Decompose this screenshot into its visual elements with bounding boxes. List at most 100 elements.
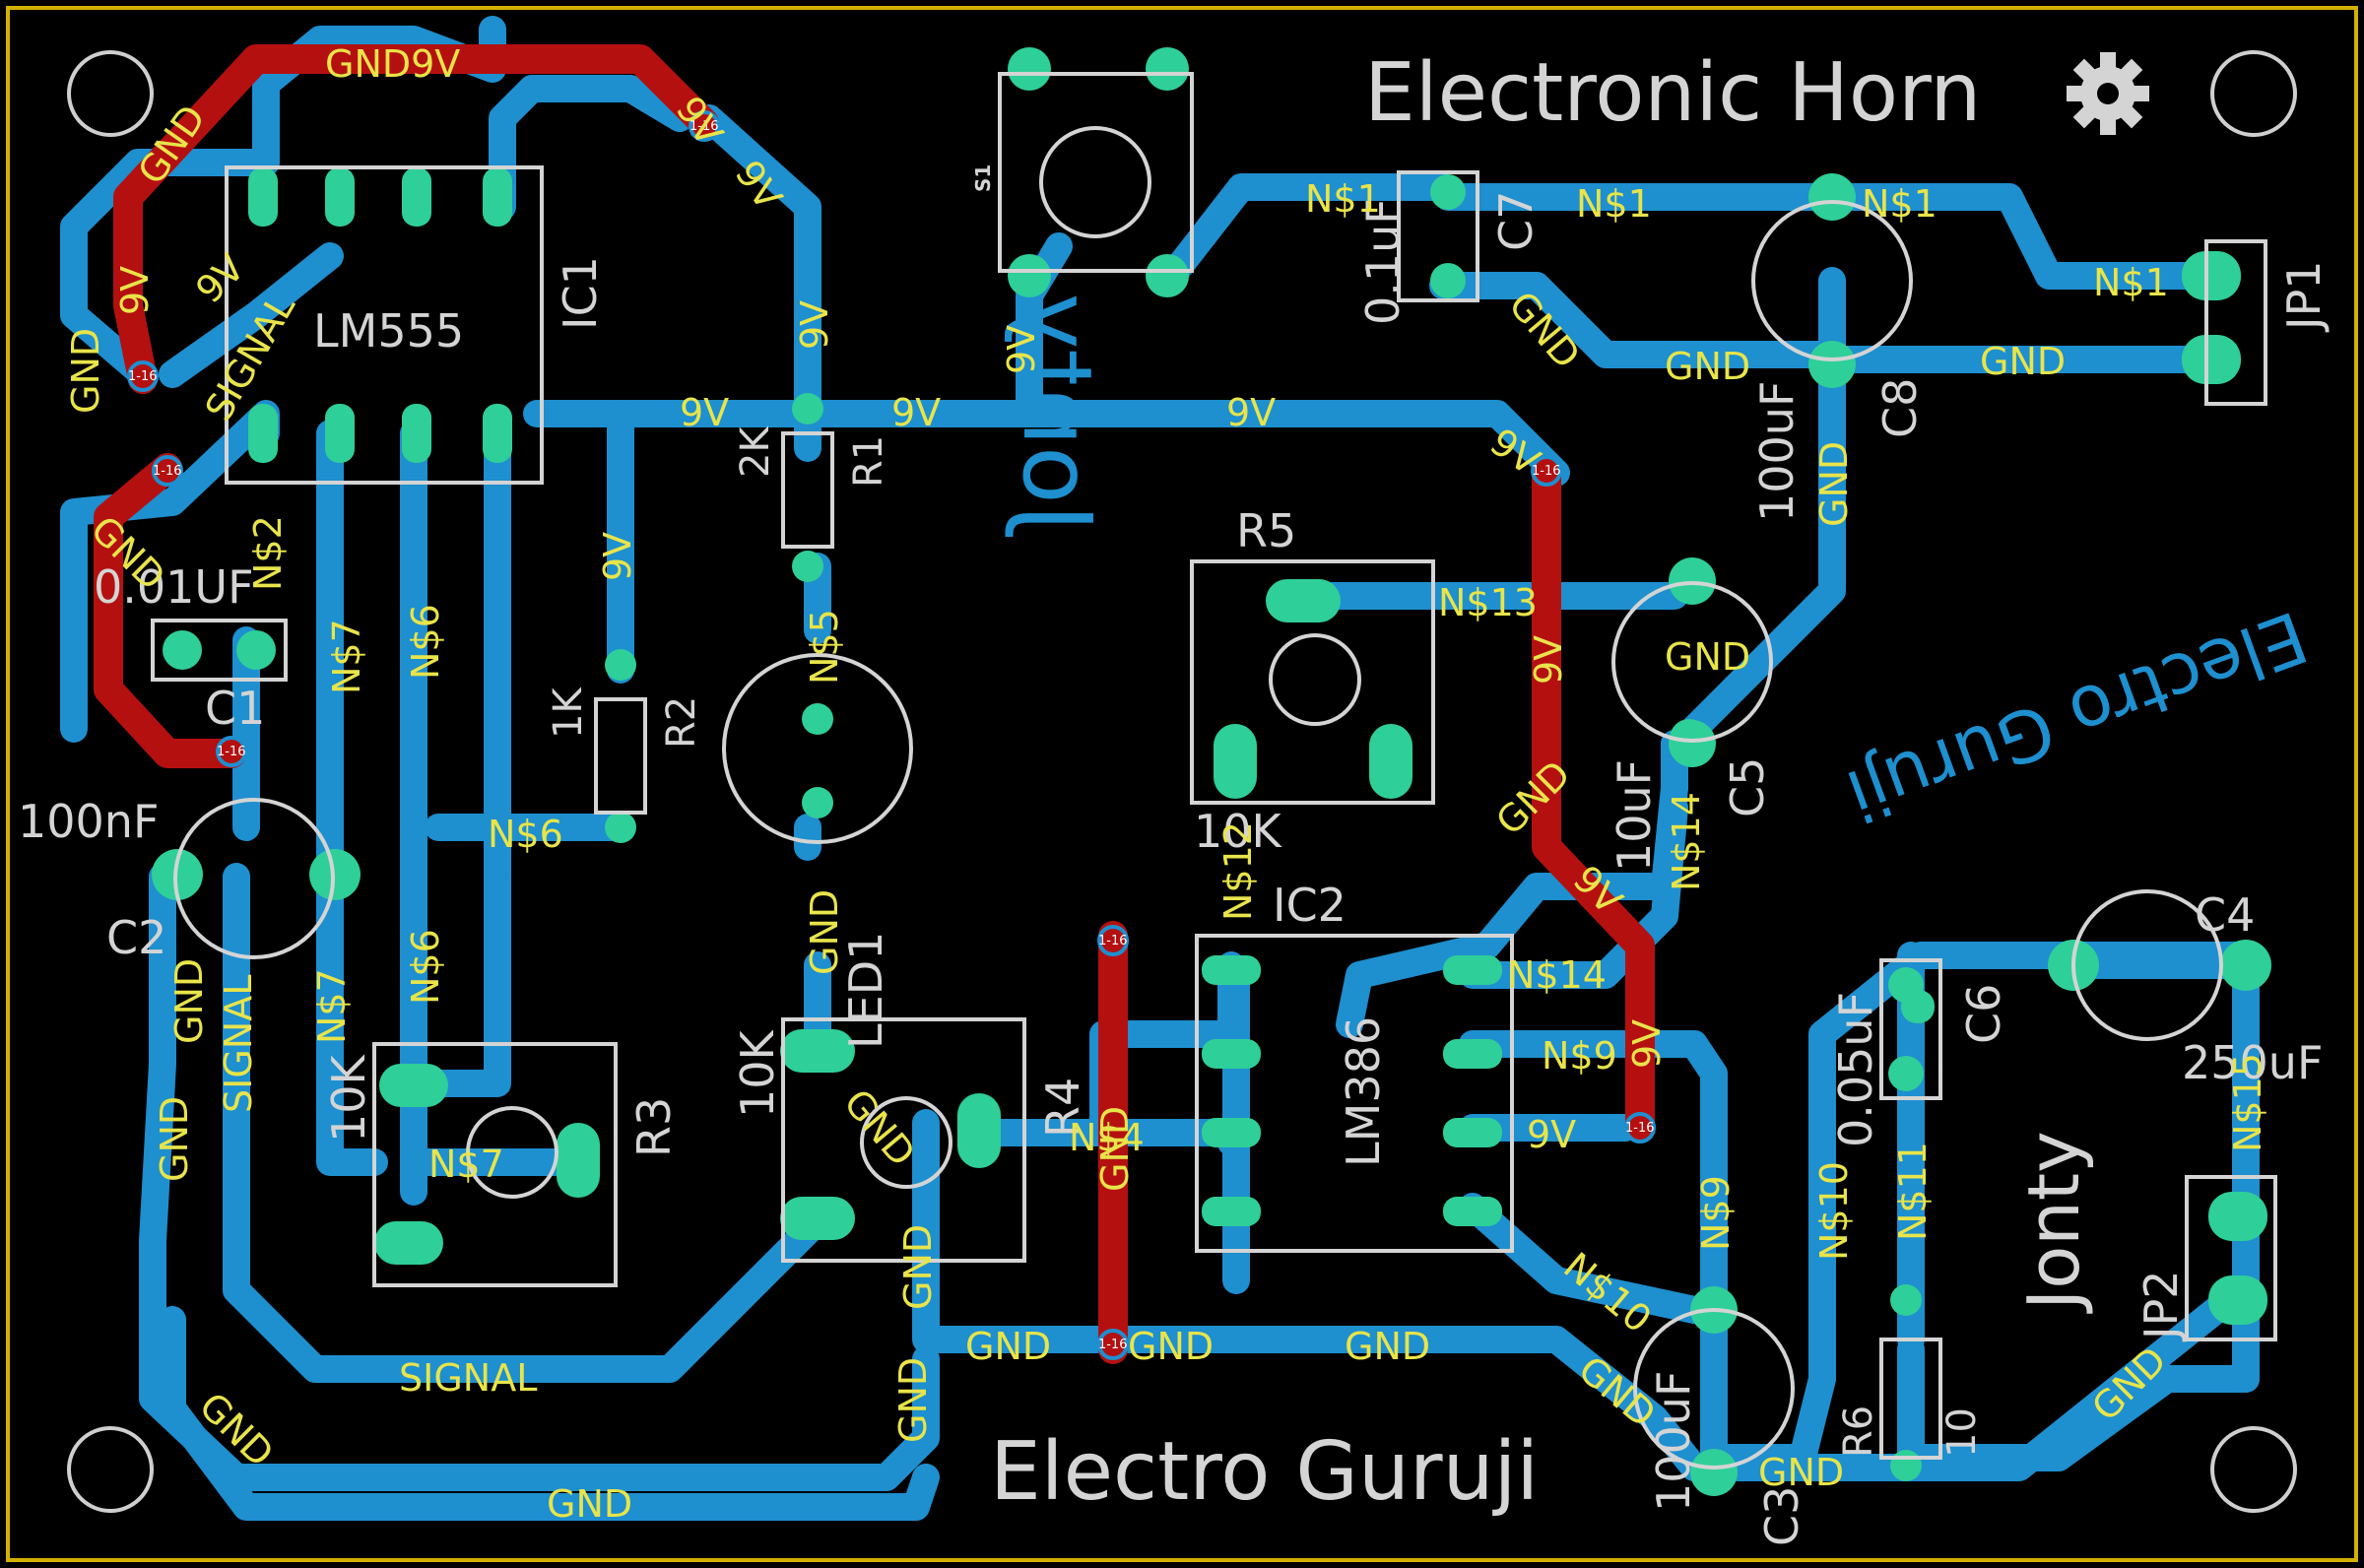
c1-value: 0.01UF — [94, 560, 254, 614]
svg-text:N$10: N$10 — [1812, 1161, 1856, 1261]
svg-text:1-16: 1-16 — [1625, 1121, 1655, 1136]
mounting-hole-tr — [2210, 50, 2297, 137]
svg-text:1-16: 1-16 — [1098, 934, 1128, 948]
mounting-holes — [67, 50, 2297, 1513]
ic2-value: LM386 — [1337, 1016, 1390, 1167]
svg-text:GND: GND — [803, 889, 846, 975]
svg-text:GND: GND — [1093, 1106, 1137, 1192]
svg-text:GND: GND — [167, 958, 211, 1044]
mounting-hole-bl — [67, 1426, 154, 1513]
r6-value: 10 — [1939, 1407, 1985, 1458]
svg-text:SIGNAL: SIGNAL — [399, 1356, 537, 1400]
c6-value: 0.05uF — [1829, 992, 1882, 1147]
svg-text:9V: 9V — [793, 300, 836, 350]
footer-text: Electro Guruji — [990, 1425, 1539, 1519]
r4-ref: R4 — [1036, 1078, 1089, 1138]
svg-text:N$14: N$14 — [1665, 792, 1708, 891]
r3-ref: R3 — [627, 1097, 681, 1157]
svg-text:9V: 9V — [1625, 1019, 1669, 1069]
svg-text:N$11: N$11 — [1891, 1142, 1935, 1241]
r3-value: 10K — [322, 1053, 375, 1143]
svg-text:9V: 9V — [1527, 1113, 1576, 1156]
svg-text:1-16: 1-16 — [128, 369, 158, 384]
svg-text:N$15: N$15 — [2226, 1053, 2269, 1152]
c2-value: 100nF — [18, 795, 159, 848]
svg-text:9V: 9V — [1226, 391, 1276, 434]
svg-text:9V: 9V — [1000, 325, 1043, 374]
svg-text:1-16: 1-16 — [153, 464, 182, 479]
r6-ref: R6 — [1836, 1405, 1881, 1458]
c4-value: 250uF — [2182, 1036, 2323, 1089]
svg-text:N$14: N$14 — [1507, 953, 1607, 997]
c7-ref: C7 — [1489, 191, 1543, 251]
c3-value: 100uF — [1647, 1371, 1700, 1512]
svg-text:9V: 9V — [680, 391, 729, 434]
c4-ref: C4 — [2195, 888, 2255, 942]
r2-value: 1K — [546, 686, 591, 739]
svg-text:GND: GND — [891, 1357, 935, 1443]
svg-text:GND: GND — [965, 1325, 1051, 1368]
svg-text:GND: GND — [153, 1096, 196, 1182]
svg-text:GND9V: GND9V — [325, 42, 460, 86]
svg-text:1-16: 1-16 — [690, 119, 719, 134]
gear-icon — [2067, 52, 2149, 135]
author-text: Jonty — [2012, 1131, 2095, 1314]
silkscreen-outlines — [151, 72, 2277, 1470]
c2-ref: C2 — [106, 911, 166, 964]
pads — [152, 47, 2271, 1496]
c5-ref: C5 — [1721, 757, 1774, 817]
svg-text:9V: 9V — [596, 532, 639, 581]
svg-text:9V: 9V — [1527, 635, 1570, 685]
ic1-ref: IC1 — [554, 256, 607, 330]
mounting-hole-tl — [67, 50, 154, 137]
c7-value: 0.1uF — [1356, 198, 1410, 325]
svg-text:GND: GND — [1980, 340, 2066, 383]
svg-text:N$6: N$6 — [404, 929, 447, 1005]
svg-text:1-16: 1-16 — [1098, 1338, 1128, 1352]
r5-value: 10K — [1194, 805, 1283, 858]
mirrored-author: Jonty — [1002, 294, 1112, 537]
svg-text:N$7: N$7 — [325, 619, 368, 694]
top-copper-traces — [94, 44, 1655, 1364]
svg-text:N$7: N$7 — [310, 968, 354, 1044]
svg-text:GND: GND — [547, 1482, 632, 1526]
board-title: Electronic Horn — [1364, 46, 1981, 140]
svg-text:N$1: N$1 — [1576, 182, 1652, 226]
jp1-ref: JP1 — [2277, 260, 2331, 333]
svg-text:N$1: N$1 — [1862, 182, 1937, 226]
svg-text:9V: 9V — [891, 391, 941, 434]
svg-text:N$12: N$12 — [1216, 821, 1260, 921]
r1-value: 2K — [733, 425, 778, 478]
svg-text:N$6: N$6 — [404, 604, 447, 680]
svg-text:N$9: N$9 — [1542, 1034, 1617, 1078]
svg-text:GND: GND — [64, 328, 107, 414]
svg-text:GND: GND — [1345, 1325, 1430, 1368]
vias: 1-16 1-16 1-16 1-16 1-16 1-16 1-16 1-16 — [127, 110, 1656, 1360]
ic1-value: LM555 — [313, 304, 464, 358]
c8-ref: C8 — [1873, 378, 1927, 438]
svg-text:N$7: N$7 — [428, 1143, 504, 1186]
svg-text:N$2: N$2 — [246, 515, 290, 591]
svg-text:GND: GND — [1758, 1451, 1844, 1494]
svg-text:N$6: N$6 — [488, 813, 563, 856]
svg-text:N$9: N$9 — [1694, 1175, 1738, 1251]
svg-text:GND: GND — [1812, 441, 1856, 527]
c8-value: 100uF — [1750, 381, 1804, 522]
svg-text:N$1: N$1 — [2093, 261, 2169, 304]
r5-ref: R5 — [1236, 504, 1296, 557]
jp2-ref: JP2 — [2134, 1270, 2188, 1342]
r2-ref: R2 — [659, 696, 704, 749]
svg-text:N$13: N$13 — [1438, 581, 1538, 624]
svg-text:9V: 9V — [113, 266, 157, 315]
c6-ref: C6 — [1957, 984, 2010, 1044]
svg-text:1-16: 1-16 — [1532, 464, 1561, 479]
svg-text:GND: GND — [1128, 1325, 1214, 1368]
r1-ref: R1 — [846, 435, 891, 488]
led1-ref: LED1 — [839, 932, 892, 1049]
board-outline — [6, 6, 2358, 1562]
c1-ref: C1 — [205, 682, 265, 735]
s1-ref: S1 — [971, 164, 995, 192]
svg-text:SIGNAL: SIGNAL — [217, 975, 260, 1113]
ic2-ref: IC2 — [1273, 879, 1346, 932]
